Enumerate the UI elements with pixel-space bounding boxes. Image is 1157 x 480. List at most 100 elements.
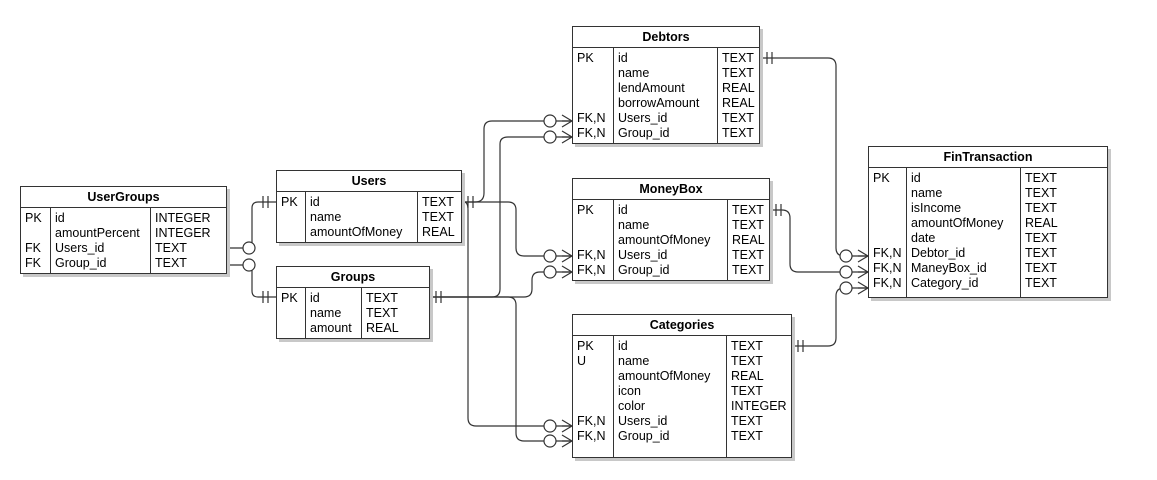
field-key: [573, 369, 613, 384]
field-type: TEXT: [722, 126, 754, 140]
connector-users-categories: [462, 201, 572, 427]
field-name: date: [911, 231, 936, 245]
connector-groups-moneybox: [430, 271, 572, 298]
entity-title: MoneyBox: [573, 179, 769, 200]
field-key: [277, 225, 305, 240]
field-name: Users_id: [618, 248, 668, 262]
field-name: Debtor_id: [911, 246, 966, 260]
field-type: TEXT: [732, 218, 764, 232]
field-type: TEXT: [732, 203, 764, 217]
field-type: TEXT: [722, 51, 754, 65]
field-type: REAL: [722, 81, 755, 95]
one-marker-groups-right: [435, 291, 442, 303]
field-name: id: [618, 339, 628, 353]
entity-title: UserGroups: [21, 187, 226, 208]
field-name: name: [911, 186, 943, 200]
field-key: FK,N: [577, 126, 606, 140]
field-type: INTEGER: [731, 399, 787, 413]
field-name: icon: [618, 384, 641, 398]
many-marker-debtors-users: [543, 114, 573, 128]
connector-users-usergroups: [229, 201, 276, 249]
field-name: Group_id: [55, 256, 107, 270]
field-name: Category_id: [911, 276, 979, 290]
field-name: borrowAmount: [618, 96, 700, 110]
field-key: FK,N: [577, 248, 606, 262]
field-key: PK: [281, 195, 298, 209]
field-type: INTEGER: [155, 226, 211, 240]
field-type: TEXT: [731, 384, 763, 398]
field-name: amount: [310, 321, 352, 335]
field-key: [277, 210, 305, 225]
field-type: TEXT: [731, 354, 763, 368]
one-marker-moneybox: [775, 204, 782, 216]
many-marker-fintransaction-moneybox: [839, 265, 869, 279]
field-type: TEXT: [732, 263, 764, 277]
field-name: isIncome: [911, 201, 962, 215]
entity-title: Debtors: [573, 27, 759, 48]
field-key: FK: [25, 256, 41, 270]
one-marker-users-usergroups: [262, 196, 269, 208]
field-name: Group_id: [618, 429, 670, 443]
field-type: TEXT: [722, 111, 754, 125]
many-marker-moneybox-groups: [543, 265, 573, 279]
field-key: [869, 186, 906, 201]
field-key: [573, 233, 613, 248]
field-key: [869, 201, 906, 216]
field-key: [573, 96, 613, 111]
field-key: [573, 384, 613, 399]
field-type: REAL: [722, 96, 755, 110]
field-type: TEXT: [1025, 276, 1057, 290]
field-key: PK: [873, 171, 890, 185]
field-type: TEXT: [722, 66, 754, 80]
field-name: id: [310, 291, 320, 305]
field-key: [21, 226, 50, 241]
field-key: [573, 399, 613, 414]
field-name: name: [618, 354, 650, 368]
field-name: id: [310, 195, 320, 209]
connector-categories-fintransaction: [792, 287, 868, 347]
field-key: FK,N: [577, 429, 606, 443]
field-type: REAL: [422, 225, 455, 239]
field-name: amountOfMoney: [911, 216, 1004, 230]
column-key: PK: [277, 192, 305, 242]
field-key: FK,N: [577, 263, 606, 277]
field-name: amountOfMoney: [618, 233, 711, 247]
field-type: TEXT: [732, 248, 764, 262]
field-name: amountOfMoney: [618, 369, 711, 383]
field-key: [573, 81, 613, 96]
field-type: TEXT: [422, 210, 454, 224]
field-type: TEXT: [1025, 231, 1057, 245]
entity-title: Categories: [573, 315, 791, 336]
field-type: TEXT: [1025, 186, 1057, 200]
field-type: TEXT: [155, 256, 187, 270]
field-key: PK: [577, 203, 594, 217]
entity-title: Groups: [277, 267, 429, 288]
field-key: FK,N: [873, 246, 902, 260]
field-type: TEXT: [366, 306, 398, 320]
field-name: Users_id: [618, 414, 668, 428]
field-type: TEXT: [1025, 171, 1057, 185]
field-name: name: [618, 66, 650, 80]
